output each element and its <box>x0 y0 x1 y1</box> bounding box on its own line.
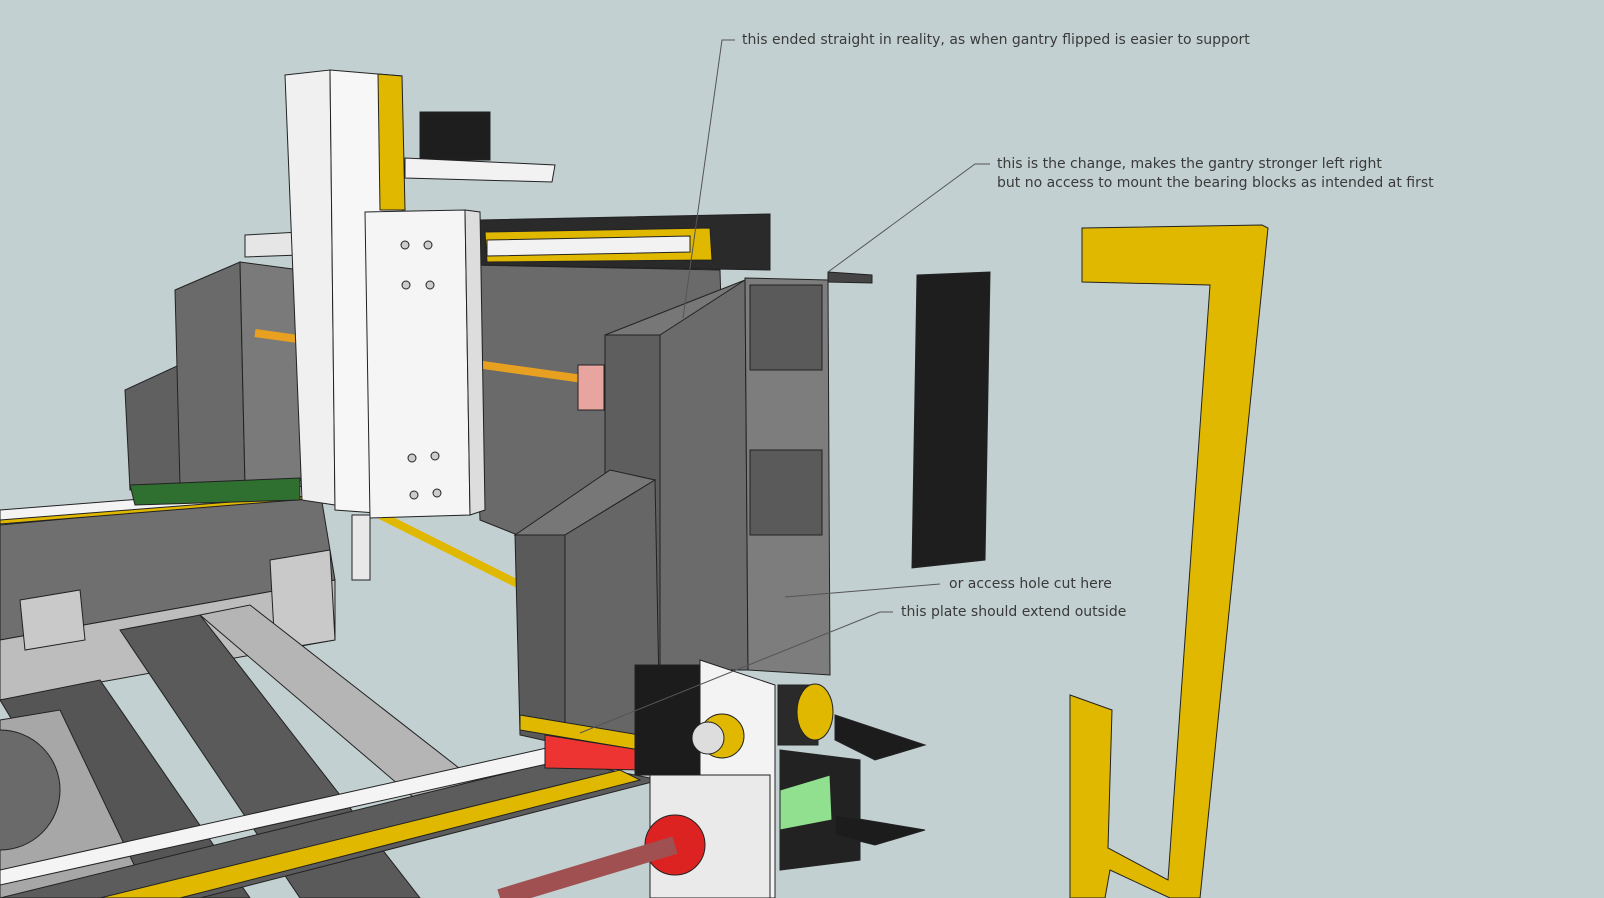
left-gantry-plate <box>124 261 306 506</box>
nut-block <box>577 364 605 411</box>
z-axis-column <box>284 69 556 581</box>
right-gantry-plate <box>497 271 927 898</box>
leader-lines <box>579 39 990 734</box>
annotation-plate-extend: this plate should extend outside <box>901 604 1127 620</box>
annotation-change-line2: but no access to mount the bearing block… <box>997 175 1434 191</box>
front-rail <box>0 484 661 898</box>
annotation-access-hole: or access hole cut here <box>949 576 1112 592</box>
annotation-change-line1: this is the change, makes the gantry str… <box>997 156 1382 172</box>
annotation-gantry-end: this ended straight in reality, as when … <box>742 32 1250 48</box>
yellow-c-profile <box>1069 224 1269 898</box>
black-plate <box>911 271 991 569</box>
